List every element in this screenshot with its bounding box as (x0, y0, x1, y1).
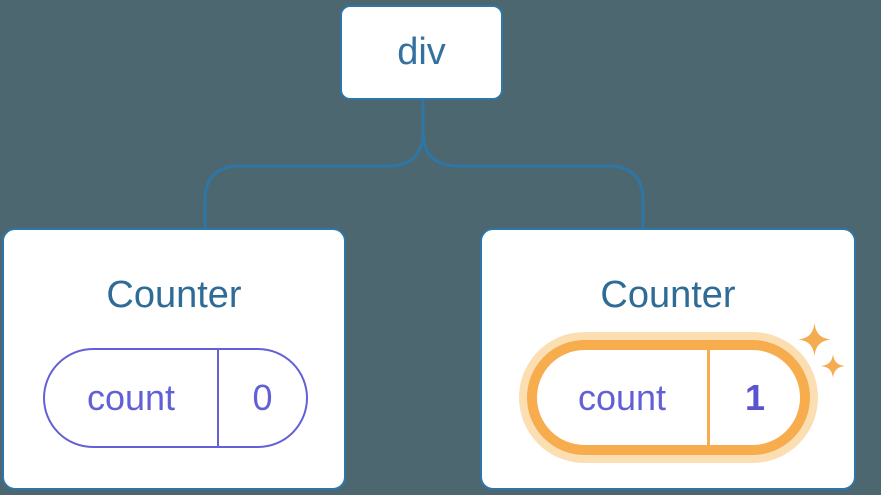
counter-card-right: Counter count 1 (480, 228, 856, 490)
component-title: Counter (600, 274, 736, 316)
state-value: 0 (252, 377, 273, 418)
component-title: Counter (106, 274, 242, 316)
sparkle-icon (821, 354, 845, 378)
root-node-div: div (340, 5, 503, 100)
state-value: 1 (744, 376, 766, 418)
state-pill: count 0 (43, 348, 308, 448)
state-key-label: count (537, 350, 710, 445)
connector-right (421, 100, 645, 229)
sparkle-icon (798, 323, 831, 356)
connector-left (203, 100, 425, 229)
counter-card-left: Counter count 0 (2, 228, 346, 490)
state-key-label: count (45, 350, 219, 446)
state-pill-highlighted: count 1 (527, 340, 810, 455)
root-node-label: div (397, 31, 446, 73)
